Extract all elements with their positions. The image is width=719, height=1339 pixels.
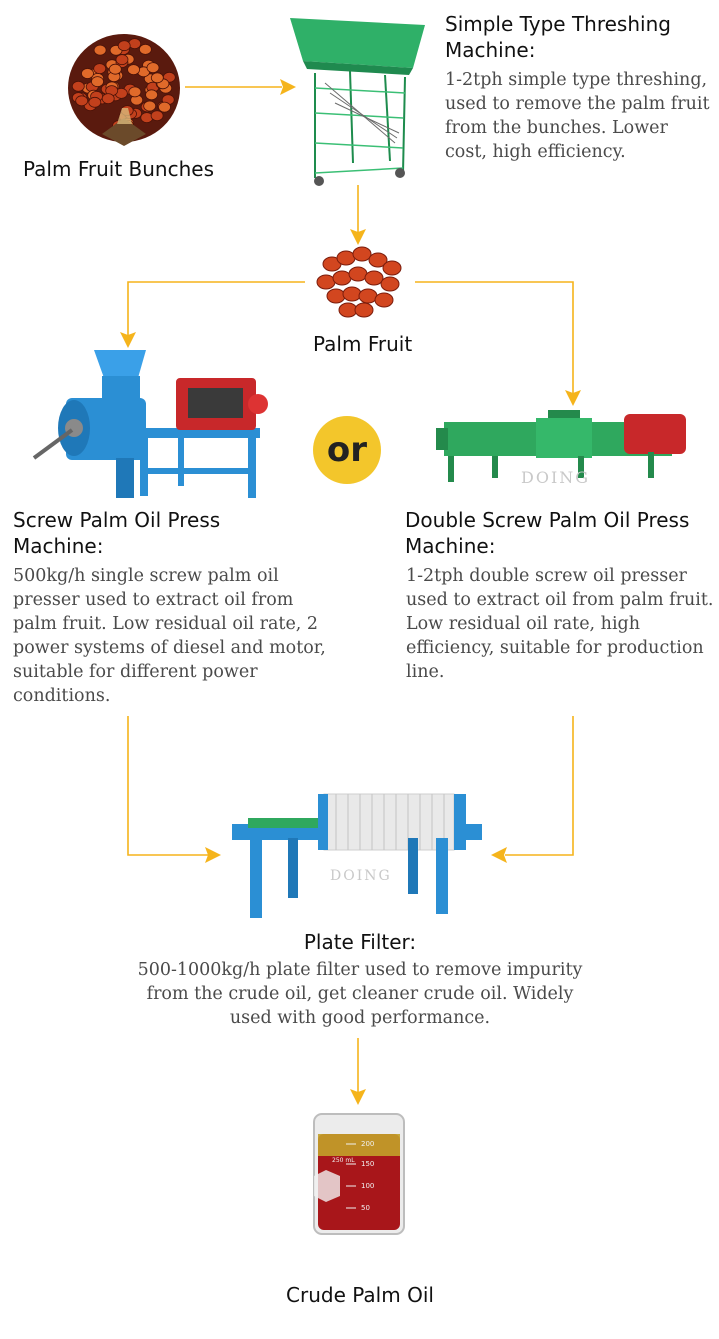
palm-fruit-image bbox=[316, 246, 402, 318]
beaker-volume: 250 mL bbox=[332, 1157, 355, 1164]
bunch-fruit bbox=[93, 63, 107, 74]
arrowhead-filter-right bbox=[491, 847, 507, 863]
palm-fruit bbox=[368, 252, 388, 268]
palm-fruit bbox=[348, 266, 368, 282]
palm-fruit bbox=[364, 270, 384, 286]
bunches-label: Palm Fruit Bunches bbox=[23, 157, 214, 181]
beaker-mark-150: 150 bbox=[361, 1160, 374, 1168]
bunch-fruit bbox=[117, 40, 131, 52]
bunch-fruit bbox=[93, 44, 107, 56]
plate-filter-description: 500-1000kg/h plate filter used to remove… bbox=[137, 960, 583, 1028]
arrow-double-to-filter bbox=[505, 716, 574, 856]
bunch-fruit bbox=[71, 80, 85, 92]
palm-fruit bbox=[374, 292, 394, 308]
bunch-fruit bbox=[108, 63, 122, 75]
threshing-machine-image bbox=[290, 18, 425, 186]
palm-fruit bbox=[354, 302, 374, 318]
beaker-mark-200: 200 bbox=[361, 1140, 374, 1148]
palm-fruit bbox=[352, 246, 372, 262]
screw-press-image bbox=[32, 350, 268, 498]
plate-filter-image bbox=[232, 793, 482, 918]
palm-fruit bbox=[358, 288, 378, 304]
palm-fruit-bunch-image bbox=[68, 34, 180, 146]
arrowhead-filter-left bbox=[205, 847, 221, 863]
bunch-fruit bbox=[146, 62, 160, 73]
palm-fruit bbox=[332, 270, 352, 286]
palm-fruit bbox=[342, 286, 362, 302]
bunch-fruit bbox=[127, 64, 140, 75]
palm-fruit bbox=[380, 276, 400, 292]
thresher-description: 1-2tph simple type threshing, used to re… bbox=[445, 70, 710, 162]
or-badge: or bbox=[313, 416, 381, 484]
bunch-fruit bbox=[145, 89, 158, 101]
bunch-fruit bbox=[158, 101, 171, 113]
beaker-mark-50: 50 bbox=[361, 1204, 370, 1212]
bunch-fruit bbox=[88, 96, 102, 108]
thresher-title: Simple Type Threshing Machine: bbox=[445, 12, 671, 62]
arrowhead-oil bbox=[350, 1089, 366, 1105]
arrowhead-screw bbox=[120, 332, 136, 348]
palm-fruit bbox=[336, 250, 356, 266]
bunch-fruit bbox=[150, 110, 164, 122]
palm-fruit bbox=[316, 274, 336, 290]
arrowhead-thresher bbox=[280, 79, 296, 95]
crude-oil-beaker-image: 250 mL 200 150 100 50 bbox=[313, 1113, 405, 1235]
bunch-fruit bbox=[81, 68, 94, 79]
plate-filter-title: Plate Filter: bbox=[303, 930, 417, 954]
bunch-fruit bbox=[75, 95, 89, 107]
screw-press-title: Screw Palm Oil Press Machine: bbox=[13, 508, 221, 558]
double-screw-press-image bbox=[436, 410, 686, 482]
bunch-fruit bbox=[115, 54, 129, 65]
palm-fruit bbox=[382, 260, 402, 276]
bunch-fruit bbox=[101, 93, 115, 104]
bunch-fruit bbox=[128, 38, 142, 50]
watermark-double: DOING bbox=[521, 468, 591, 487]
arrow-screw-to-filter bbox=[127, 716, 208, 856]
double-press-title: Double Screw Palm Oil Press Machine: bbox=[405, 508, 690, 558]
bunch-fruit bbox=[143, 100, 157, 112]
palm-fruit bbox=[326, 288, 346, 304]
watermark-filter: DOING bbox=[330, 868, 392, 884]
double-press-description: 1-2tph double screw oil presser used to … bbox=[406, 566, 714, 682]
bunch-fruit bbox=[91, 76, 104, 87]
screw-press-description: 500kg/h single screw palm oil presser us… bbox=[13, 566, 326, 706]
arrow-fruit-to-screw bbox=[127, 281, 305, 336]
arrow-fruit-to-double bbox=[415, 281, 574, 395]
bunch-fruit bbox=[139, 43, 152, 55]
bunch-fruit bbox=[128, 86, 142, 98]
arrowhead-double bbox=[565, 390, 581, 406]
bunch-fruit bbox=[150, 72, 164, 84]
beaker-mark-100: 100 bbox=[361, 1182, 374, 1190]
palm-fruit bbox=[338, 302, 358, 318]
crude-oil-label: Crude Palm Oil bbox=[286, 1283, 434, 1307]
arrowhead-fruit bbox=[350, 229, 366, 245]
fruit-label: Palm Fruit bbox=[313, 332, 413, 356]
or-text: or bbox=[326, 430, 368, 470]
